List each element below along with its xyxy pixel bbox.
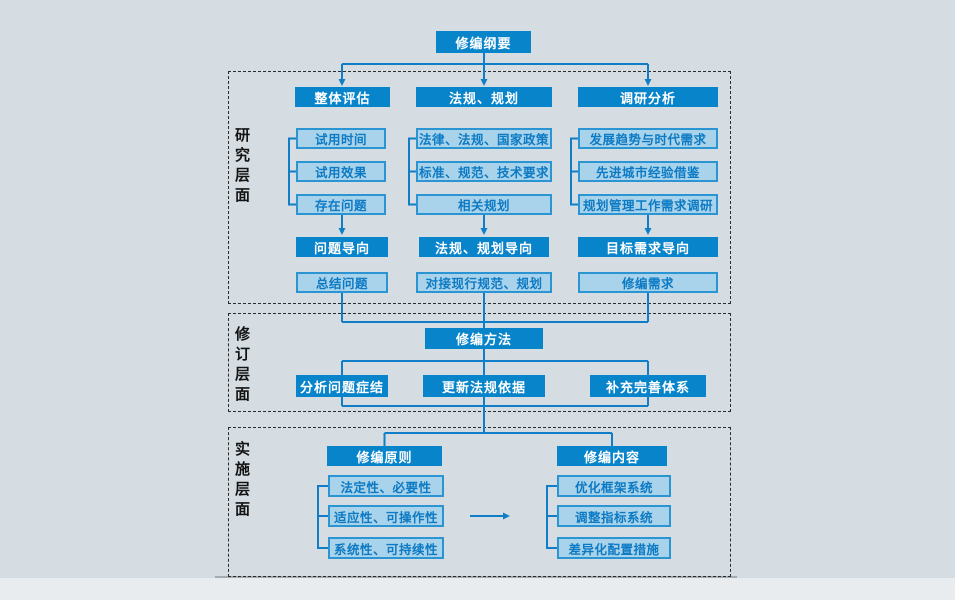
node-item: 试用时间	[296, 128, 386, 149]
section-label-revision: 修订层面	[233, 326, 250, 406]
connector-method-branch	[341, 349, 649, 375]
node-header-regulations-planning: 法规、规划	[416, 87, 552, 107]
bracket-col-1	[288, 137, 296, 206]
node-revision-content: 修编内容	[557, 446, 667, 466]
section-research-frame	[228, 71, 731, 304]
node-item: 存在问题	[296, 194, 386, 215]
node-revision-principles: 修编原则	[327, 446, 442, 466]
node-item: 差异化配置措施	[557, 537, 671, 559]
bracket-col-2	[408, 137, 416, 206]
node-item: 先进城市经验借鉴	[578, 161, 718, 182]
node-header-overall-evaluation: 整体评估	[295, 87, 390, 107]
node-revision-demand: 修编需求	[578, 272, 718, 293]
footer-strip	[0, 578, 955, 600]
node-item: 法律、法规、国家政策	[416, 128, 552, 149]
node-item: 调整指标系统	[557, 505, 671, 527]
node-regulation-planning-oriented: 法规、规划导向	[419, 237, 549, 257]
node-item: 优化框架系统	[557, 475, 671, 497]
node-summarize-problems: 总结问题	[296, 272, 388, 293]
node-goal-demand-oriented: 目标需求导向	[578, 237, 718, 257]
section-label-implementation: 实施层面	[233, 441, 250, 521]
connector-outputs-merge	[341, 293, 649, 328]
node-revision-method: 修编方法	[425, 328, 543, 349]
node-item: 试用效果	[296, 161, 386, 182]
node-item: 标准、规范、技术要求	[416, 161, 552, 182]
bracket-content	[546, 485, 557, 549]
node-item: 系统性、可持续性	[328, 537, 444, 559]
section-implementation-frame	[228, 427, 731, 577]
section-revision-frame	[228, 313, 731, 412]
bracket-principles	[317, 485, 328, 549]
node-item: 法定性、必要性	[328, 475, 444, 497]
node-align-current-standards: 对接现行规范、规划	[416, 272, 552, 293]
node-item: 发展趋势与时代需求	[578, 128, 718, 149]
footer-divider	[215, 576, 737, 578]
node-improve-system: 补充完善体系	[590, 375, 706, 397]
connector-implementation-split	[383, 432, 613, 446]
connector-branches-merge	[341, 397, 649, 433]
node-item: 适应性、可操作性	[328, 505, 444, 527]
bracket-col-3	[570, 137, 578, 206]
section-label-research: 研究层面	[233, 127, 250, 207]
node-update-legal-basis: 更新法规依据	[423, 375, 545, 397]
node-analyze-problems: 分析问题症结	[296, 375, 388, 397]
node-item: 规划管理工作需求调研	[578, 194, 718, 215]
node-problem-oriented: 问题导向	[296, 237, 388, 257]
root-node: 修编纲要	[436, 31, 531, 53]
node-item: 相关规划	[416, 194, 552, 215]
connector-root-split	[342, 53, 648, 65]
node-header-research-analysis: 调研分析	[578, 87, 718, 107]
